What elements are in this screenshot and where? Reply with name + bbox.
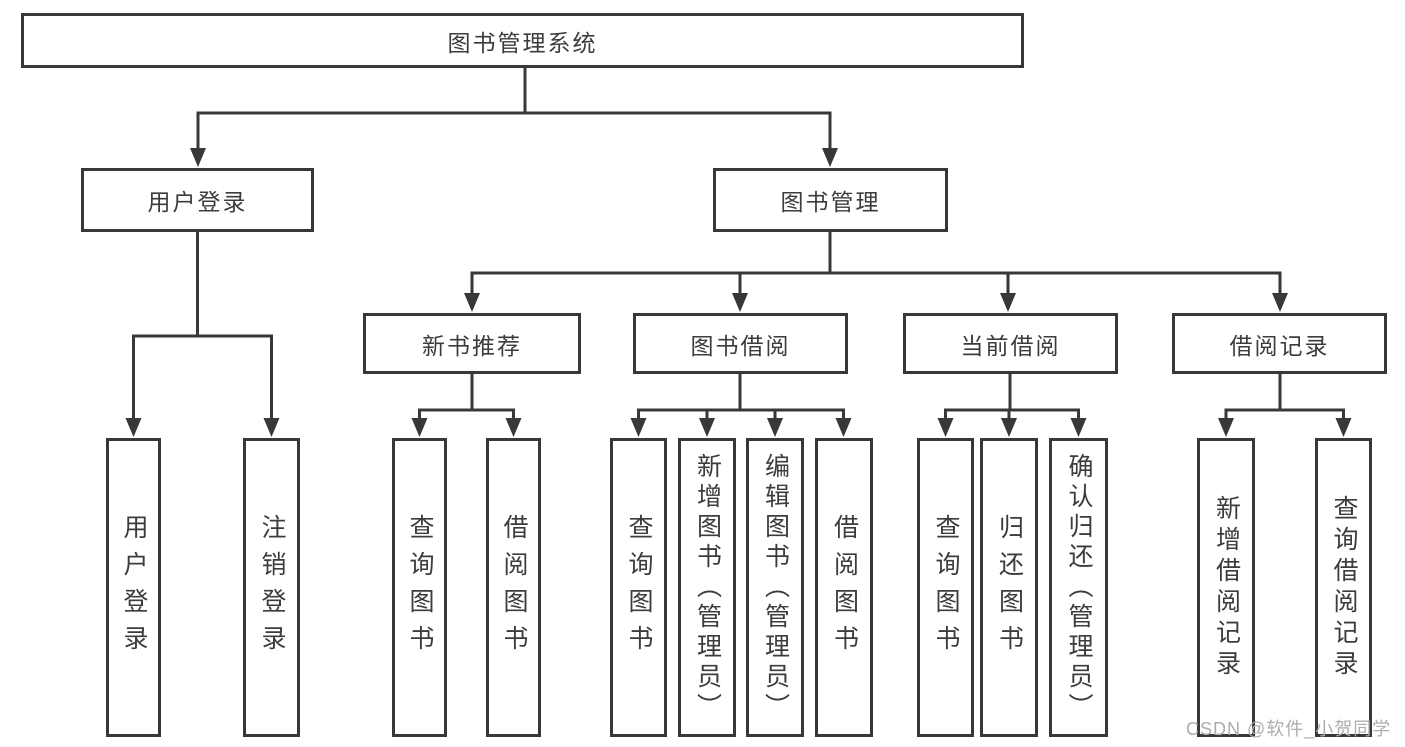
leaf-cb-query-books-label: 查询图书	[932, 513, 960, 662]
node-borrow-record-label: 借阅记录	[1229, 332, 1330, 359]
leaf-logout-label: 注销登录	[258, 513, 286, 662]
leaf-cb-return-books: 归还图书	[980, 438, 1038, 737]
node-book-borrow-label: 图书借阅	[690, 332, 791, 359]
leaf-bb-query-books-label: 查询图书	[625, 513, 653, 662]
leaf-br-add-record-label: 新增借阅记录	[1212, 494, 1241, 681]
leaf-bb-edit-book-admin: 编辑图书（管理员）	[746, 438, 804, 737]
node-root-label: 图书管理系统	[447, 29, 598, 56]
leaf-user-login-label: 用户登录	[120, 513, 148, 662]
node-book-borrow: 图书借阅	[633, 313, 848, 374]
node-current-borrow: 当前借阅	[903, 313, 1118, 374]
leaf-logout: 注销登录	[243, 438, 300, 737]
node-user-login-label: 用户登录	[147, 189, 248, 215]
leaf-bb-borrow-books: 借阅图书	[815, 438, 873, 737]
node-new-book-recommend: 新书推荐	[363, 313, 581, 374]
leaf-nr-borrow-books: 借阅图书	[486, 438, 541, 737]
node-book-management-label: 图书管理	[780, 189, 881, 215]
leaf-cb-query-books: 查询图书	[917, 438, 974, 737]
node-root: 图书管理系统	[21, 13, 1024, 68]
leaf-bb-query-books: 查询图书	[610, 438, 667, 737]
leaf-nr-borrow-books-label: 借阅图书	[500, 513, 528, 662]
leaf-cb-confirm-return-admin-label: 确认归还（管理员）	[1065, 452, 1093, 723]
leaf-bb-edit-book-admin-label: 编辑图书（管理员）	[761, 452, 790, 723]
leaf-nr-query-books-label: 查询图书	[406, 513, 434, 662]
node-book-management: 图书管理	[713, 168, 948, 232]
leaf-cb-confirm-return-admin: 确认归还（管理员）	[1049, 438, 1108, 737]
leaf-cb-return-books-label: 归还图书	[995, 513, 1024, 662]
leaf-user-login: 用户登录	[106, 438, 161, 737]
leaf-br-query-record-label: 查询借阅记录	[1330, 494, 1358, 681]
leaf-br-add-record: 新增借阅记录	[1197, 438, 1255, 737]
leaf-br-query-record: 查询借阅记录	[1315, 438, 1372, 737]
node-user-login: 用户登录	[81, 168, 314, 232]
node-current-borrow-label: 当前借阅	[960, 332, 1061, 359]
watermark: CSDN @软件_小贺同学	[1186, 719, 1392, 739]
node-new-book-recommend-label: 新书推荐	[422, 332, 522, 359]
leaf-bb-add-book-admin-label: 新增图书（管理员）	[693, 452, 722, 723]
node-borrow-record: 借阅记录	[1172, 313, 1387, 374]
leaf-nr-query-books: 查询图书	[392, 438, 447, 737]
leaf-bb-borrow-books-label: 借阅图书	[830, 513, 859, 662]
leaf-bb-add-book-admin: 新增图书（管理员）	[678, 438, 736, 737]
